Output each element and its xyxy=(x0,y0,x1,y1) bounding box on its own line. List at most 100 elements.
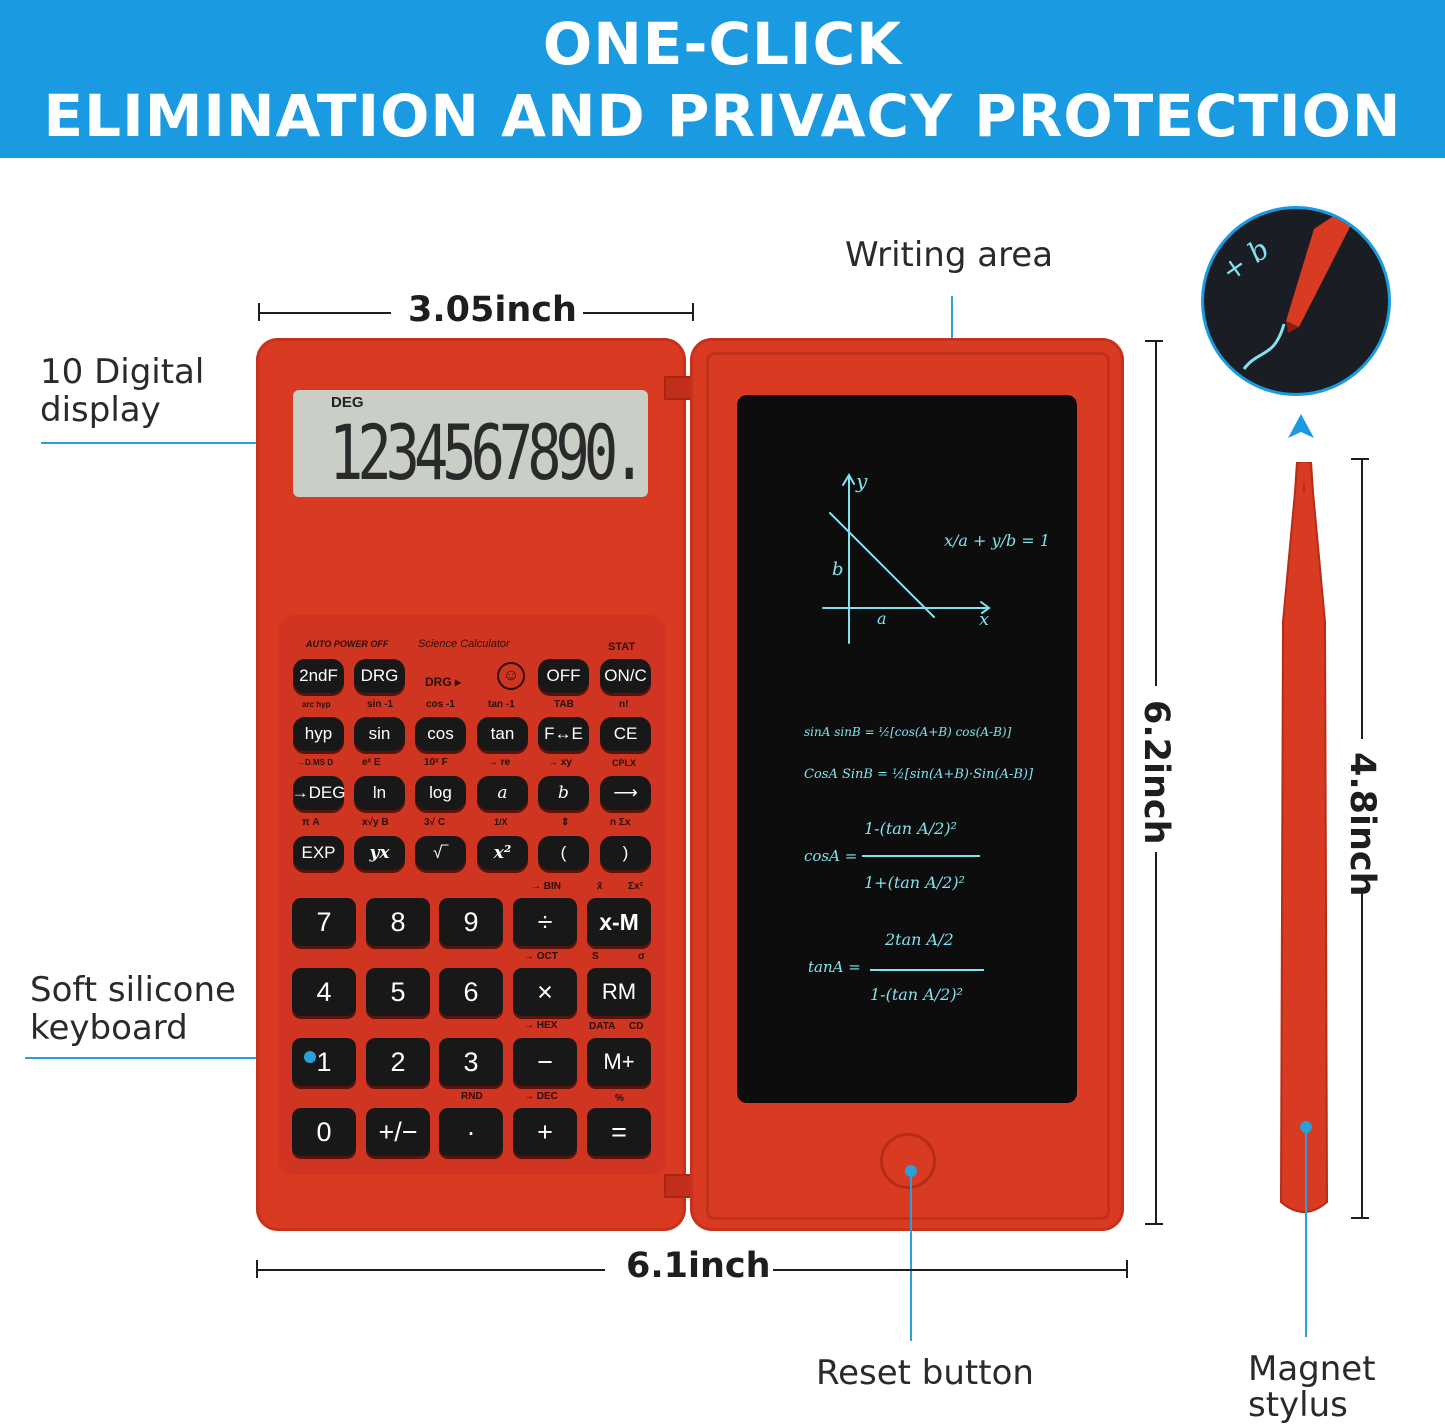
cosA-numerator: 1-(tan A/2)² xyxy=(864,819,957,838)
reset-button[interactable] xyxy=(880,1133,936,1189)
auto-power-off-text: AUTO POWER OFF xyxy=(306,639,389,649)
key-minus[interactable]: − xyxy=(513,1038,577,1086)
key-sub-label: cos -1 xyxy=(426,699,455,710)
key-sub-label: 3√ C xyxy=(424,817,446,828)
digital-display-leader xyxy=(41,442,339,444)
dim-line xyxy=(1155,852,1157,1224)
key-0[interactable]: 0 xyxy=(292,1108,356,1156)
key-sqrt[interactable]: √‾ xyxy=(415,836,466,870)
model-text: Science Calculator xyxy=(418,638,510,650)
key-9[interactable]: 9 xyxy=(439,898,503,946)
key-plus[interactable]: + xyxy=(513,1108,577,1156)
key-8[interactable]: 8 xyxy=(366,898,430,946)
key-x-m[interactable]: x-M xyxy=(587,898,651,946)
key-decimal[interactable]: · xyxy=(439,1108,503,1156)
handwriting-graph xyxy=(822,473,991,644)
key-sub-label: arc hyp xyxy=(302,700,331,709)
key-2[interactable]: 2 xyxy=(366,1038,430,1086)
key-sub-label: π A xyxy=(302,817,320,828)
tanA-lhs: tanA = xyxy=(808,958,861,976)
key-on-c[interactable]: ON/C xyxy=(600,659,651,693)
dim-tick xyxy=(1126,1260,1128,1278)
key-hyp[interactable]: hyp xyxy=(293,717,344,751)
key-sub-label: CD xyxy=(629,1021,644,1032)
stylus-label-line1: Magnet xyxy=(1248,1349,1376,1389)
key-to-deg[interactable]: →DEG xyxy=(292,776,345,810)
key-2ndf[interactable]: 2ndF xyxy=(293,659,344,693)
stylus-length-dimension: 4.8inch xyxy=(1342,752,1382,897)
key-sub-label: RND xyxy=(461,1091,483,1102)
magnet-stylus[interactable] xyxy=(1279,462,1329,1218)
key-exp[interactable]: EXP xyxy=(293,836,344,870)
key-1[interactable]: 1 xyxy=(292,1038,356,1086)
key-divide[interactable]: ÷ xyxy=(513,898,577,946)
banner-title-line1: ONE-CLICK xyxy=(542,10,903,78)
key-drg[interactable]: DRG xyxy=(354,659,405,693)
key-x-squared[interactable]: x² xyxy=(477,836,528,870)
keyboard-label-line1: Soft silicone xyxy=(30,970,236,1010)
key-sub-label: x√y B xyxy=(362,817,389,828)
dim-tick xyxy=(1145,1223,1163,1225)
key-f-e[interactable]: F↔E xyxy=(538,717,589,751)
key-ln[interactable]: ln xyxy=(354,776,405,810)
digital-display-label-line1: 10 Digital xyxy=(40,352,205,392)
key-close-paren[interactable]: ) xyxy=(600,836,651,870)
key-sub-label: eˣ E xyxy=(362,757,381,768)
key-7[interactable]: 7 xyxy=(292,898,356,946)
key-sub-label: x̄ xyxy=(597,881,603,892)
fraction-bar xyxy=(870,969,984,971)
top-width-dimension: 3.05inch xyxy=(408,290,577,330)
keyboard-label-line2: keyboard xyxy=(30,1008,188,1048)
stylus-leader xyxy=(1305,1127,1307,1337)
key-5[interactable]: 5 xyxy=(366,968,430,1016)
key-sub-label: σ xyxy=(638,951,645,962)
writing-area-label: Writing area xyxy=(845,235,1054,275)
key-tan[interactable]: tan xyxy=(477,717,528,751)
key-sin[interactable]: sin xyxy=(354,717,405,751)
key-sub-label: % xyxy=(615,1093,624,1104)
lcd-mode-indicator: DEG xyxy=(331,394,364,411)
arrow-up-icon xyxy=(1288,414,1314,438)
stat-text: STAT xyxy=(608,641,636,653)
key-sub-label: ⇕ xyxy=(561,817,570,828)
key-4[interactable]: 4 xyxy=(292,968,356,1016)
lcd-writing-screen[interactable]: y x b a x/a + y/b = 1 sinA sinB = ½[cos(… xyxy=(737,395,1077,1103)
key-arrow-right[interactable]: ⟶ xyxy=(600,776,651,810)
drg-indicator: DRG ▸ xyxy=(425,675,462,689)
key-log[interactable]: log xyxy=(415,776,466,810)
smiley-icon: ☺ xyxy=(497,662,525,690)
key-y-pow-x[interactable]: yx xyxy=(354,836,405,870)
key-6[interactable]: 6 xyxy=(439,968,503,1016)
key-ce[interactable]: CE xyxy=(600,717,651,751)
banner-title-line2: ELIMINATION AND PRIVACY PROTECTION xyxy=(43,82,1402,150)
key-a[interactable]: a xyxy=(477,776,528,810)
key-b[interactable]: b xyxy=(538,776,589,810)
graph-label-a: a xyxy=(877,609,887,628)
fraction-bar xyxy=(862,855,980,857)
key-sub-label: → DEC xyxy=(524,1091,558,1102)
dim-line xyxy=(583,312,694,314)
key-open-paren[interactable]: ( xyxy=(538,836,589,870)
key-plus-minus[interactable]: +/− xyxy=(366,1108,430,1156)
key-cos[interactable]: cos xyxy=(415,717,466,751)
key-3[interactable]: 3 xyxy=(439,1038,503,1086)
tanA-numerator: 2tan A/2 xyxy=(885,930,954,949)
key-sub-label: → xy xyxy=(548,757,572,768)
key-sub-label: 1/X xyxy=(494,817,508,827)
key-sub-label: → re xyxy=(488,757,511,768)
digital-display-label-line2: display xyxy=(40,390,161,430)
key-multiply[interactable]: × xyxy=(513,968,577,1016)
dim-line xyxy=(259,312,391,314)
key-sub-label: CPLX xyxy=(612,758,637,768)
stylus-tip-closeup: + b xyxy=(1201,206,1391,396)
key-off[interactable]: OFF xyxy=(538,659,589,693)
key-sub-label: tan -1 xyxy=(488,699,515,710)
identity-sin-sin: sinA sinB = ½[cos(A+B) cos(A-B)] xyxy=(804,725,1012,739)
key-m-plus[interactable]: M+ xyxy=(587,1038,651,1086)
key-sub-label: n Σx xyxy=(610,817,631,828)
dim-tick xyxy=(1351,1217,1369,1219)
key-equals[interactable]: = xyxy=(587,1108,651,1156)
bottom-width-dimension: 6.1inch xyxy=(626,1246,771,1286)
graph-axis-x: x xyxy=(979,609,990,630)
key-rm[interactable]: RM xyxy=(587,968,651,1016)
